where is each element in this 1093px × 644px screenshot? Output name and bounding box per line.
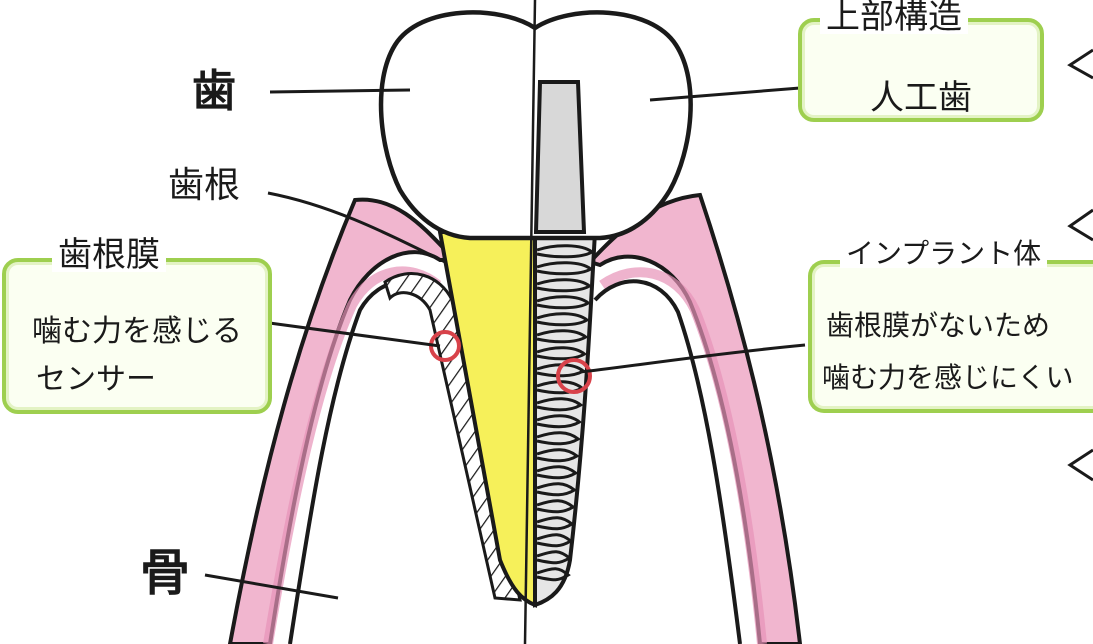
abutment-inside-crown [536, 82, 584, 232]
periodontal-ligament-box: 噛む力を感じる センサー [2, 258, 272, 414]
label-tooth-root: 歯根 [168, 168, 240, 204]
periodontal-ligament-line1: 噛む力を感じる [6, 306, 268, 350]
label-tooth: 歯 [192, 70, 236, 114]
bone-gum-right [590, 195, 800, 644]
implant-body-line2: 噛む力を感じにくい [812, 356, 1093, 396]
implant-body-title: インプラント体 [840, 240, 1047, 268]
implant-body-box: 歯根膜がないため 噛む力を感じにくい [808, 260, 1093, 413]
superstructure-title: 上部構造 [820, 0, 968, 34]
label-bone: 骨 [140, 548, 190, 598]
implant-fixture [535, 232, 595, 605]
periodontal-ligament-line2: センサー [6, 354, 268, 398]
implant-body-line1: 歯根膜がないため [812, 304, 1093, 344]
superstructure-line1: 人工歯 [802, 70, 1040, 119]
periodontal-ligament-title: 歯根膜 [52, 238, 166, 272]
